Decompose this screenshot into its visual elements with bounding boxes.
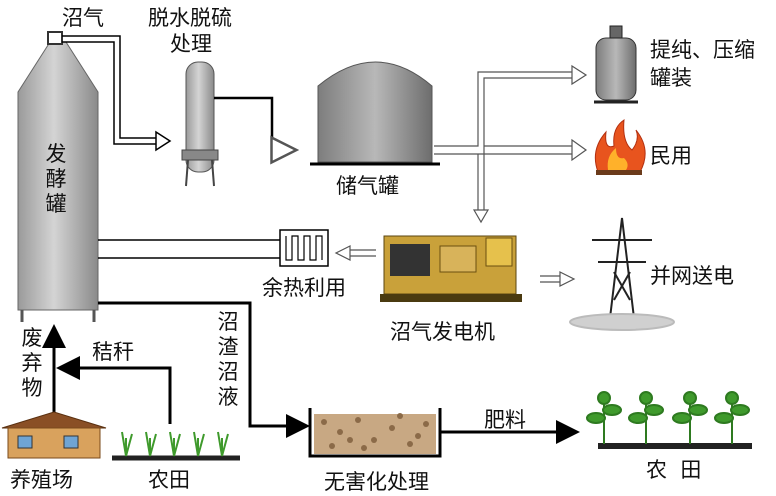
label-grid-connection: 并网送电: [650, 264, 734, 288]
residue-slurry-line: [98, 301, 310, 438]
label-farmland-left: 农田: [148, 468, 190, 492]
label-biogas-generator: 沼气发电机: [390, 320, 495, 344]
waste-heat-pipe: [98, 239, 280, 259]
label-civil-use: 民用: [650, 144, 692, 168]
gas-cylinder-icon: [594, 25, 638, 104]
farmland-right-plants: [586, 391, 752, 449]
label-harmless-treatment: 无害化处理: [324, 470, 429, 494]
farm-house-icon: [1, 411, 107, 459]
gas-distribution-arrows: [434, 64, 588, 224]
label-purify-compress: 提纯、压缩: [650, 38, 755, 62]
arrow-generator-to-heat: [334, 245, 376, 261]
label-treatment: 处理: [170, 32, 212, 56]
heat-exchanger: [279, 229, 329, 267]
storage-tank: [310, 61, 440, 166]
pipe-column-to-storage: [214, 96, 294, 150]
label-gas-storage-tank: 储气罐: [336, 174, 399, 198]
straw-arrow: [56, 356, 172, 424]
generator-icon: [380, 235, 522, 302]
arrow-generator-to-grid: [540, 271, 576, 287]
label-dehydration: 脱水脱硫: [148, 6, 232, 30]
label-farmland-right: 农 田: [646, 458, 702, 482]
label-straw: 秸秆: [92, 340, 134, 364]
desulfurization-column: [181, 61, 219, 187]
label-waste-heat: 余热利用: [262, 276, 346, 300]
transmission-tower-icon: [569, 217, 675, 331]
treatment-tank: [308, 408, 442, 458]
label-residue-slurry: 沼渣沼液: [217, 310, 239, 409]
label-canning: 罐装: [650, 66, 692, 90]
farmland-left-plants: [112, 431, 240, 461]
label-fermentation-tank: 发酵罐: [45, 142, 67, 216]
label-biogas: 沼气: [62, 6, 104, 30]
label-farm: 养殖场: [10, 468, 73, 492]
fire-icon: [594, 119, 646, 175]
label-waste: 废弃物: [21, 326, 43, 400]
biogas-pipe: [62, 35, 172, 152]
label-fertilizer: 肥料: [484, 408, 526, 432]
